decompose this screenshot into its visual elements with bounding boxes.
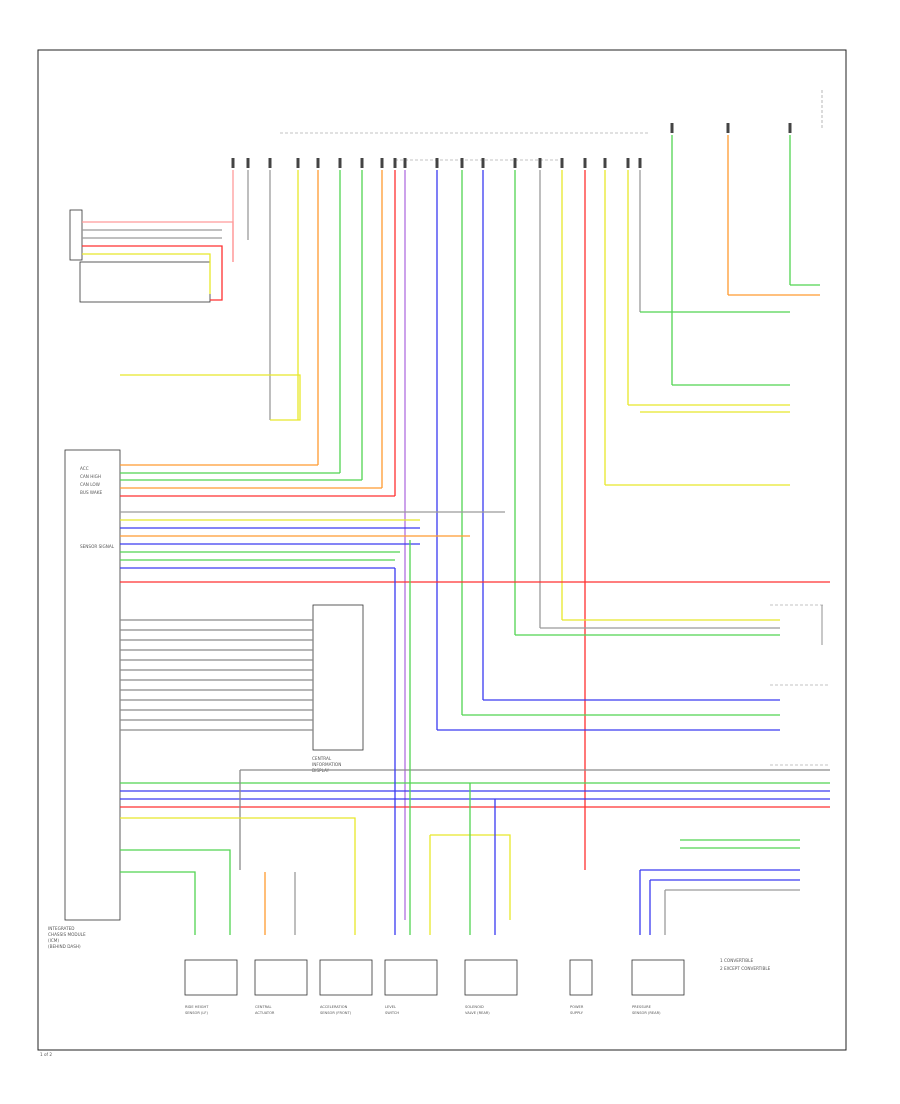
legend-entry: 1 CONVERTIBLE (720, 958, 753, 963)
component-wire (120, 817, 356, 935)
pin-label: CAN LOW (80, 482, 100, 487)
connector-pin (538, 158, 542, 168)
wires-group (82, 135, 830, 935)
connector-pin (296, 158, 300, 168)
upper-left-wire (82, 245, 223, 301)
upper-left-wire (120, 374, 301, 421)
bottom-component: ACCELERATION SENSOR (FRONT) (319, 959, 373, 1015)
component-caption: SENSOR (FRONT) (320, 1011, 352, 1015)
connector-stubs-group (231, 123, 792, 168)
component-caption: PRESSURE (632, 1005, 652, 1009)
connector-pin (380, 158, 384, 168)
module-caption-line: (ICM) (48, 938, 59, 943)
diagram-frame (37, 49, 847, 1051)
pin-label: SENSOR SIGNAL (80, 544, 115, 549)
connector-pin (788, 123, 792, 133)
component-wire (430, 834, 511, 920)
page-tag: 1 of 2 (40, 1052, 52, 1057)
module-caption-line: INTEGRATED (48, 926, 75, 931)
module-caption-line: (BEHIND DASH) (48, 944, 81, 949)
connector-pin (726, 123, 730, 133)
connector-pin (583, 158, 587, 168)
component-caption: POWER (570, 1005, 584, 1009)
component-box (254, 959, 308, 996)
component-wire (120, 849, 231, 935)
connector-pin (393, 158, 397, 168)
left-connector-1 (69, 209, 83, 261)
component-caption: VALVE (REAR) (465, 1011, 490, 1015)
component-box (319, 959, 373, 996)
connector-pin (626, 158, 630, 168)
component-caption: SWITCH (385, 1011, 399, 1015)
connector-pin (435, 158, 439, 168)
connector-pin (338, 158, 342, 168)
component-caption: SUPPLY (570, 1011, 584, 1015)
bottom-component: LEVEL SWITCH (384, 959, 438, 1015)
component-box (184, 959, 238, 996)
component-caption: ACCELERATION (320, 1005, 348, 1009)
left-connector-2 (79, 261, 211, 303)
connector-pin (513, 158, 517, 168)
bottom-component: PRESSURE SENSOR (REAR) (631, 959, 685, 1015)
upper-left-wire (82, 253, 211, 294)
connector-pin (268, 158, 272, 168)
pin-label: ACC (80, 466, 89, 471)
component-caption: SOLENOID (465, 1005, 484, 1009)
junction-caption: INFORMATION (312, 762, 341, 767)
component-box (569, 959, 593, 996)
junction-caption: CENTRAL (312, 756, 332, 761)
connector-pin (670, 123, 674, 133)
connector-pin (316, 158, 320, 168)
module-caption-line: CHASSIS MODULE (48, 932, 86, 937)
component-caption: CENTRAL (255, 1005, 271, 1009)
component-wire (120, 871, 196, 935)
legend-entry: 2 EXCEPT CONVERTIBLE (720, 966, 771, 971)
component-box (464, 959, 518, 996)
connector-pin (403, 158, 407, 168)
connector-pin (560, 158, 564, 168)
component-caption: RIDE HEIGHT (185, 1005, 209, 1009)
bottom-component: CENTRAL ACTUATOR (254, 959, 308, 1015)
main-module-box (64, 449, 121, 921)
component-box (631, 959, 685, 996)
component-caption: ACTUATOR (255, 1011, 275, 1015)
module-caption-group: INTEGRATED CHASSIS MODULE (ICM) (BEHIND … (48, 926, 86, 949)
connector-pin (360, 158, 364, 168)
pin-label: CAN HIGH (80, 474, 101, 479)
junction-box (312, 604, 364, 751)
upper-left-wire (82, 221, 234, 262)
bottom-component: SOLENOID VALVE (REAR) (464, 959, 518, 1015)
bottom-component: RIDE HEIGHT SENSOR (LF) (184, 959, 238, 1015)
pin-label: BUS WAKE (80, 490, 102, 495)
components-group: RIDE HEIGHT SENSOR (LF) CENTRAL ACTUATOR ACC… (184, 959, 685, 1015)
component-caption: SENSOR (LF) (185, 1011, 208, 1015)
component-caption: SENSOR (REAR) (632, 1011, 661, 1015)
connector-pin (231, 158, 235, 168)
bottom-component: POWER SUPPLY (569, 959, 593, 1015)
component-caption: LEVEL (385, 1005, 396, 1009)
component-box (384, 959, 438, 996)
connector-pin (638, 158, 642, 168)
connector-pin (460, 158, 464, 168)
connector-pin (246, 158, 250, 168)
connector-pin (481, 158, 485, 168)
connector-pin (603, 158, 607, 168)
module-pin-labels: ACC CAN HIGH CAN LOW BUS WAKE SENSOR SIG… (80, 466, 115, 549)
